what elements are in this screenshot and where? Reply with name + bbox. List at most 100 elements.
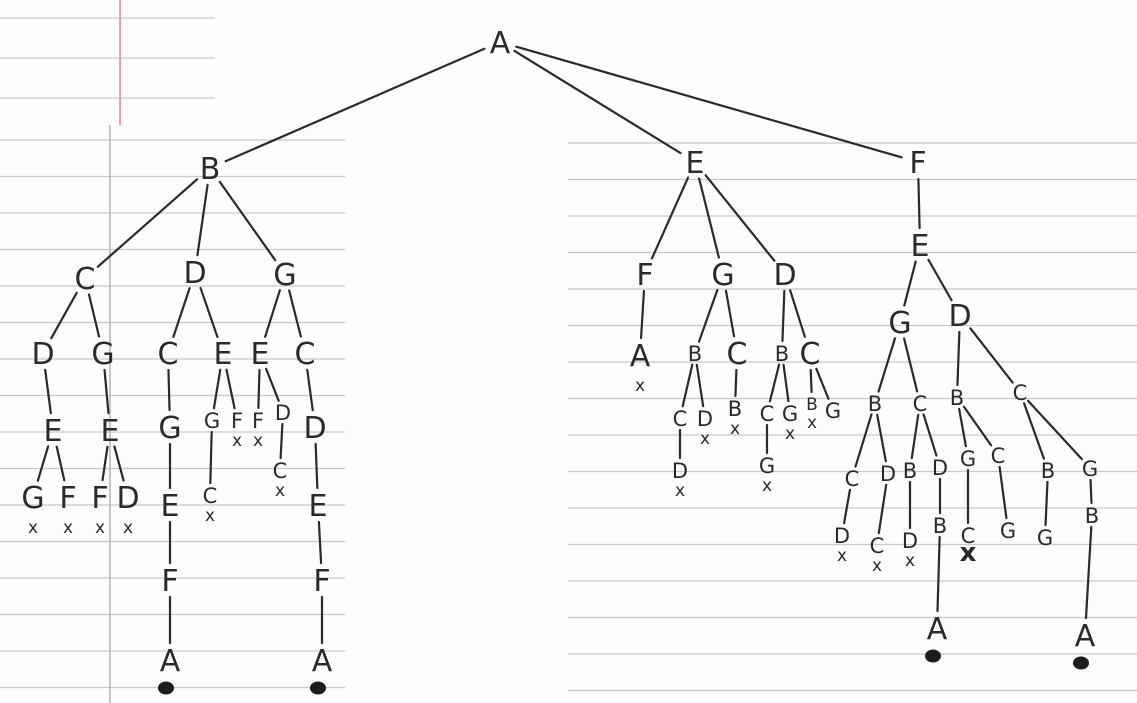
tree-edge <box>103 368 110 415</box>
tree-node: C <box>845 467 860 491</box>
tree-edge <box>257 368 261 410</box>
tree-edge <box>50 291 78 340</box>
dead-end-x-mark: x <box>872 556 882 576</box>
tree-node: G <box>1037 526 1053 550</box>
tree-edge <box>734 368 738 398</box>
tree-edge <box>903 260 917 307</box>
tree-edge <box>224 47 486 163</box>
tree-node: C <box>673 407 688 431</box>
tree-edge <box>167 368 171 412</box>
tree-edge <box>781 289 786 343</box>
tree-node: C <box>760 402 775 426</box>
tree-node: F <box>161 564 178 599</box>
tree-node: A <box>630 339 651 374</box>
goal-dot <box>310 681 326 695</box>
dead-end-x-mark: x <box>63 518 73 538</box>
dead-end-x-mark: x <box>253 431 263 451</box>
tree-edge <box>36 445 50 482</box>
tree-edge <box>724 289 736 338</box>
tree-node: E <box>309 489 328 524</box>
tree-edge <box>279 422 284 460</box>
tree-edge <box>265 367 280 402</box>
tree-node: F <box>91 481 108 516</box>
tree-edge <box>789 289 806 338</box>
tree-node: A <box>1075 619 1096 654</box>
tree-node: E <box>44 414 63 449</box>
tree-edge <box>288 289 302 338</box>
tree-node: D <box>834 524 850 548</box>
tree-node: F <box>636 258 653 293</box>
tree-edge <box>87 293 101 338</box>
tree-edge <box>910 413 920 460</box>
tree-edge <box>809 368 813 394</box>
tree-edge <box>639 289 646 340</box>
tree-node: G <box>960 447 976 471</box>
tree-edge <box>902 337 919 393</box>
tree-edge <box>842 488 852 525</box>
tree-edge <box>998 465 1008 520</box>
tree-edge <box>1044 480 1049 527</box>
tree-node: B <box>200 152 221 187</box>
tree-node: B <box>806 395 818 415</box>
tree-node: B <box>1085 504 1099 528</box>
tree-node: G <box>888 306 911 341</box>
tree-node: E <box>686 146 705 181</box>
tree-node: G <box>1000 519 1016 543</box>
tree-node: D <box>672 459 688 483</box>
dead-end-x-mark: x <box>95 518 105 538</box>
tree-edge <box>515 45 903 159</box>
tree-node: C <box>870 534 885 558</box>
tree-node: D <box>880 462 896 486</box>
tree-edge <box>922 413 938 457</box>
tree-edge <box>113 445 125 482</box>
tree-node: C <box>75 262 96 297</box>
tree-edge <box>196 183 209 257</box>
goal-dot <box>925 649 941 663</box>
tree-edge <box>927 258 953 302</box>
tree-node: C <box>991 444 1006 468</box>
tree-node: D <box>31 337 54 372</box>
tree-node: F <box>313 564 330 599</box>
tree-node: B <box>728 397 742 421</box>
tree-edge <box>96 178 199 268</box>
tree-node: G <box>825 399 841 423</box>
tree-node: C <box>913 392 928 416</box>
tree-edge <box>218 180 277 262</box>
tree-node: D <box>697 407 713 431</box>
dead-end-x-mark: x <box>730 419 740 439</box>
tree-edge <box>1027 399 1083 461</box>
tree-edge <box>317 520 323 565</box>
tree-edge <box>212 368 222 410</box>
tree-edge <box>101 445 109 482</box>
goal-dot <box>158 681 174 695</box>
tree-node: B <box>1041 459 1055 483</box>
tree-node: C <box>727 337 748 372</box>
tree-node: A <box>927 612 948 647</box>
dead-end-x-mark: x <box>232 431 242 451</box>
tree-edge <box>969 327 1014 384</box>
tree-node: E <box>101 414 120 449</box>
tree-node: E <box>161 489 180 524</box>
tree-node: G <box>158 411 181 446</box>
tree-node: C <box>295 337 316 372</box>
tree-edge <box>1089 478 1093 505</box>
tree-node: D <box>773 258 796 293</box>
tree-node: A <box>312 644 333 679</box>
tree-node: B <box>950 386 964 410</box>
dead-end-x-mark: x <box>807 413 817 433</box>
tree-node: D <box>932 456 948 480</box>
dead-end-x-mark: x <box>837 546 847 566</box>
tree-edge <box>55 445 66 482</box>
tree-node: G <box>204 409 220 433</box>
tree-node: C <box>800 337 821 372</box>
dead-end-x-mark: x <box>205 506 215 526</box>
tree-edge <box>172 287 191 338</box>
dead-end-x-mark: x <box>700 429 710 449</box>
tree-node: D <box>902 529 918 553</box>
tree-edge <box>225 368 236 410</box>
tree-node: F <box>909 146 926 181</box>
tree-node: E <box>214 337 233 372</box>
tree-edge <box>704 174 776 262</box>
